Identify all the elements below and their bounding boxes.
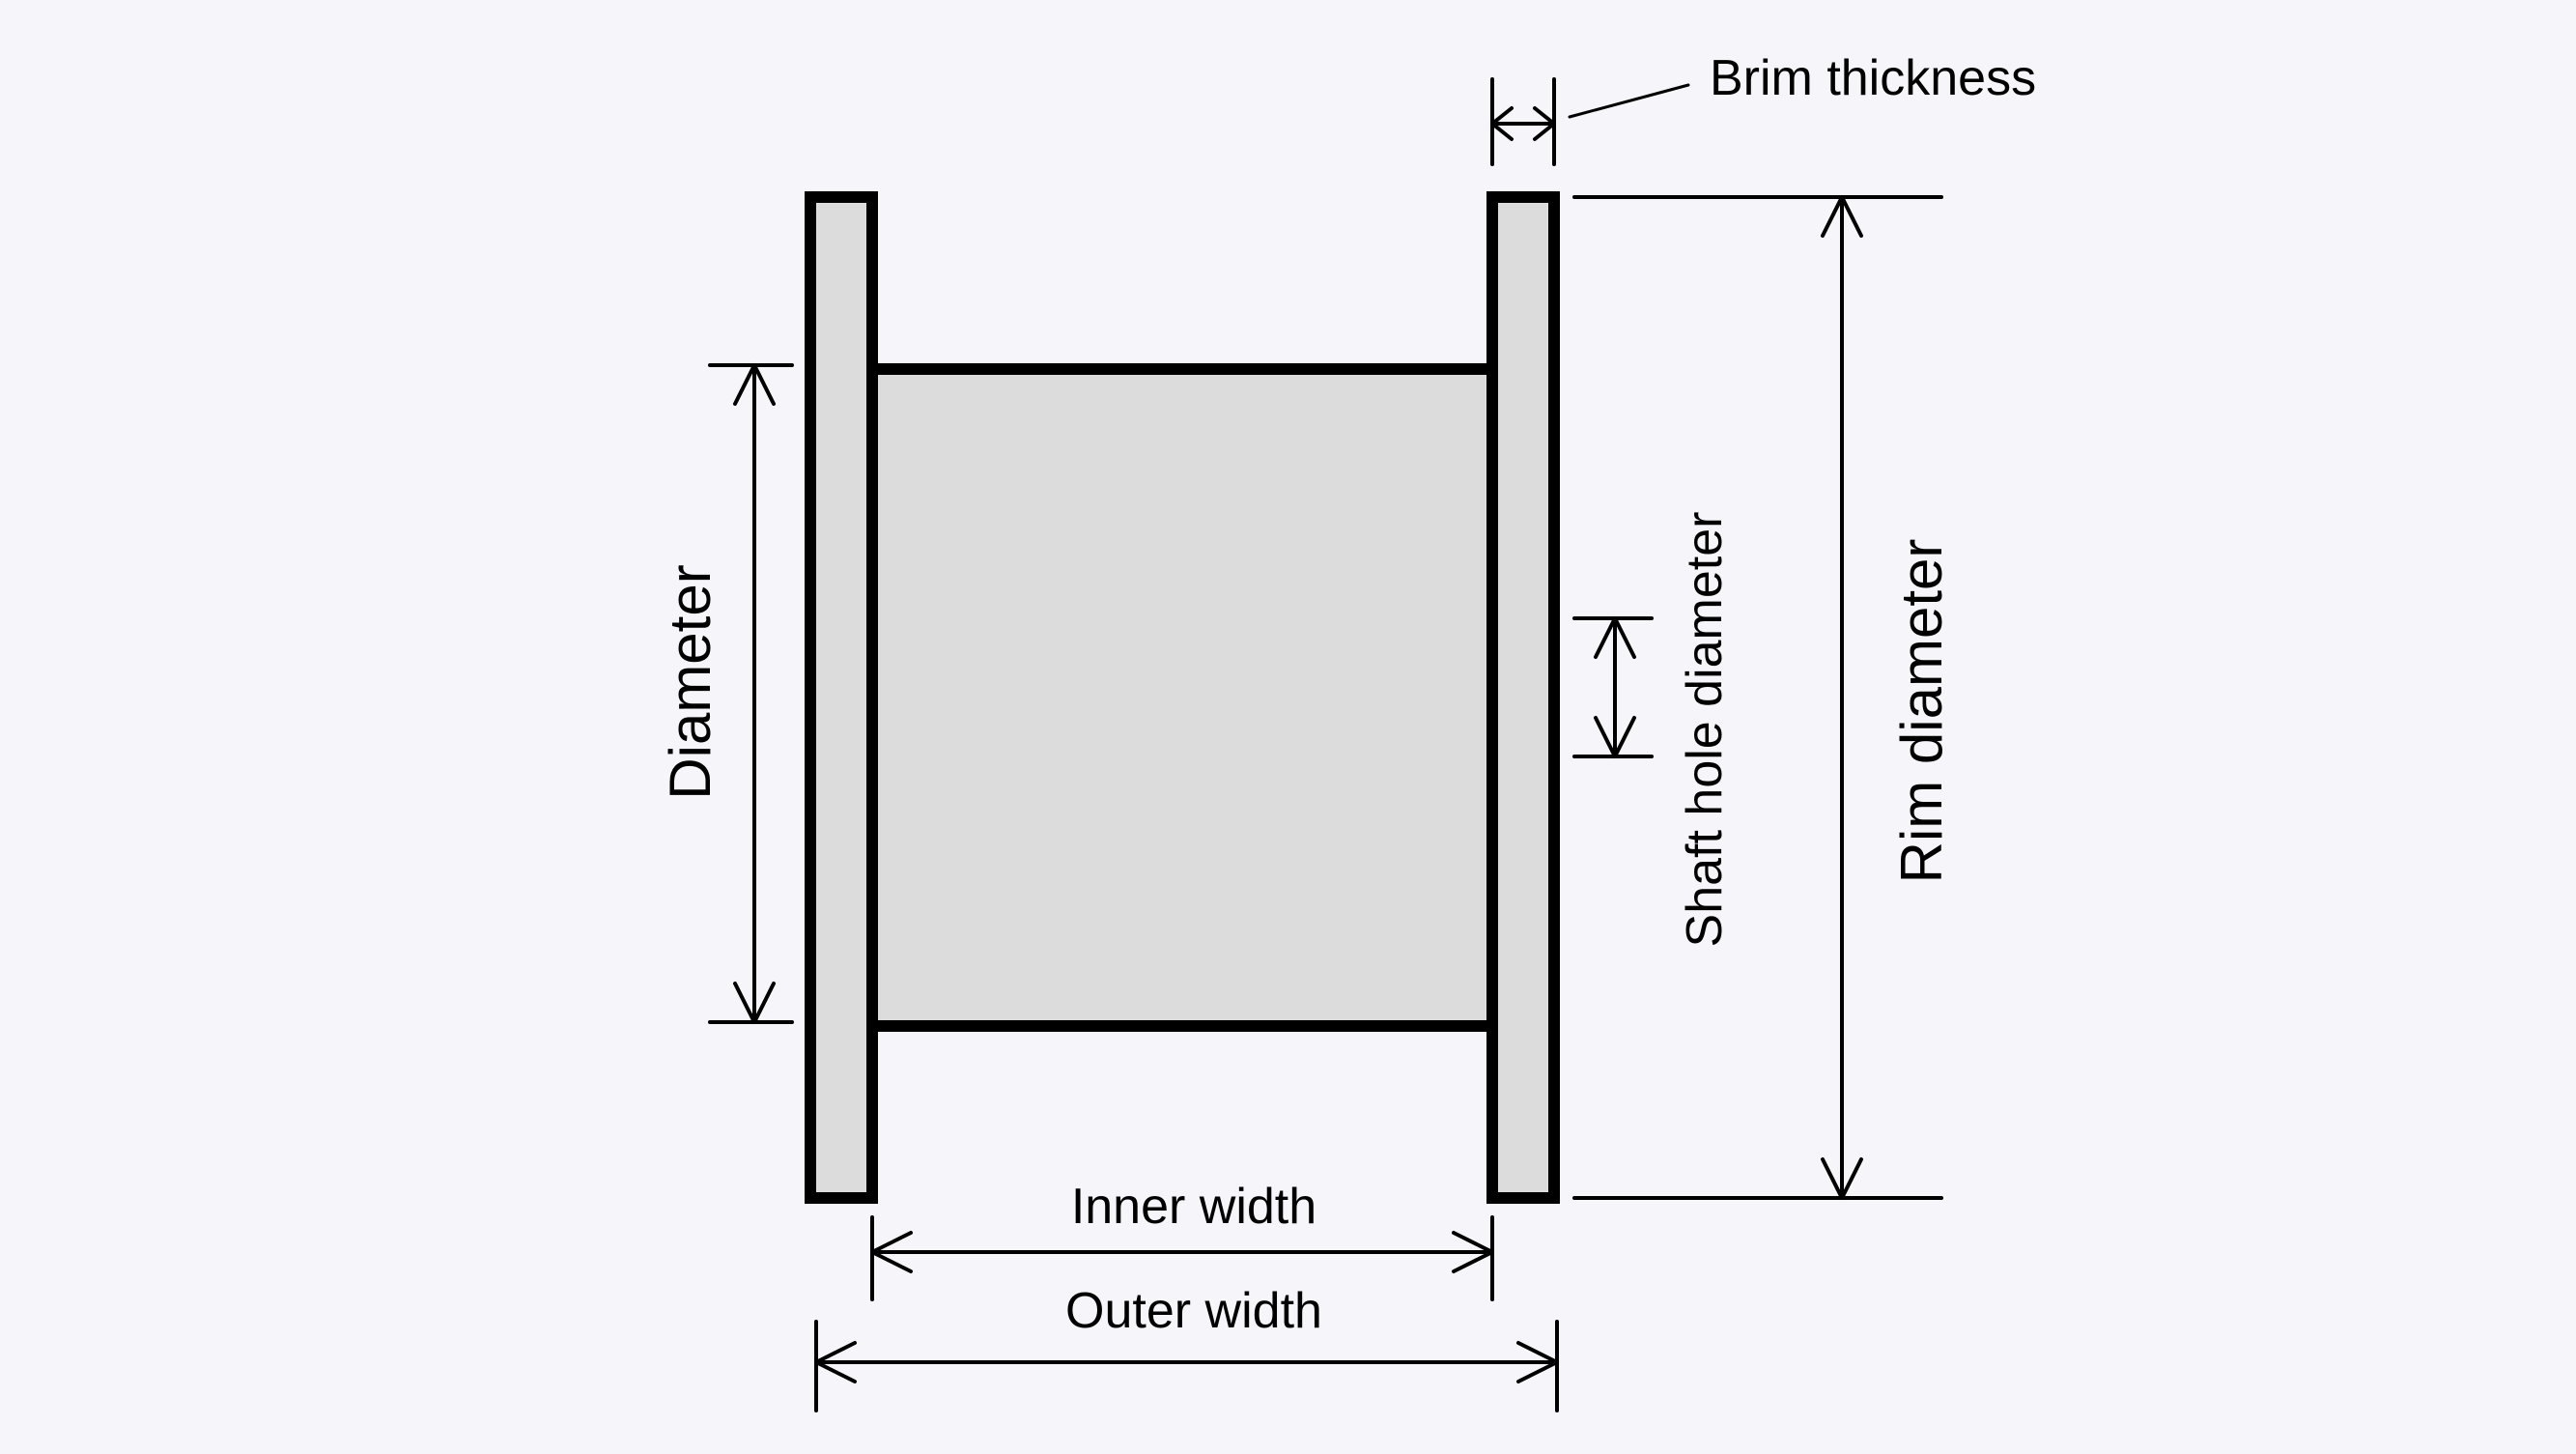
rim-diameter-dimension (1572, 195, 1943, 1200)
diameter-label: Diameter (658, 564, 722, 799)
right-flange (1486, 191, 1560, 1204)
shaft-hole-dimension (1572, 616, 1654, 758)
rim-diameter-label: Rim diameter (1889, 539, 1954, 884)
brim-thickness-dimension (1490, 77, 1690, 166)
inner-width-label: Inner width (1071, 1179, 1316, 1235)
left-flange (805, 191, 878, 1204)
diameter-dimension (708, 363, 794, 1024)
shaft-hole-diameter-label: Shaft hole diameter (1677, 512, 1733, 948)
brim-thickness-leader (1568, 83, 1690, 119)
outer-width-label: Outer width (1065, 1283, 1322, 1339)
inner-width-dimension (870, 1215, 1494, 1301)
outer-width-dimension (814, 1320, 1559, 1412)
brim-thickness-label: Brim thickness (1710, 50, 2036, 106)
spool-core (866, 363, 1498, 1032)
